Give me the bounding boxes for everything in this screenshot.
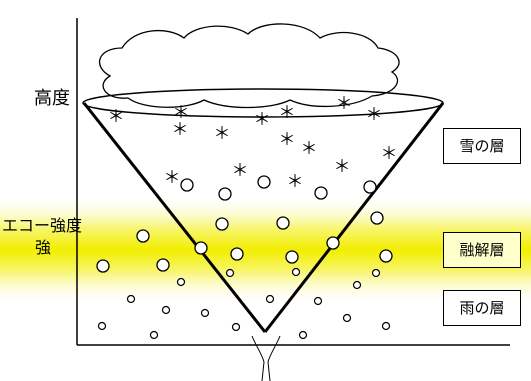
snow-marker: ＊ bbox=[366, 105, 383, 125]
beam-left-edge bbox=[82, 102, 267, 333]
rain-drop bbox=[381, 321, 391, 331]
rain-drop bbox=[231, 322, 241, 332]
rain-drop bbox=[97, 321, 107, 331]
snow-marker: ＊ bbox=[336, 94, 353, 114]
rain-drop bbox=[298, 330, 308, 340]
snow-marker: ＊ bbox=[164, 168, 181, 188]
snow-marker: ＊ bbox=[173, 103, 190, 123]
melting-drop bbox=[156, 258, 170, 272]
melting-drop bbox=[194, 241, 208, 255]
y-axis-label: 高度 bbox=[34, 88, 70, 109]
snow-marker: ＊ bbox=[301, 139, 318, 159]
snow-marker: ＊ bbox=[108, 107, 125, 127]
rain-drop bbox=[200, 308, 210, 318]
snow-marker: ＊ bbox=[254, 110, 271, 130]
melting-drop bbox=[379, 249, 393, 263]
beam-right-edge bbox=[263, 102, 445, 333]
rain-drop bbox=[342, 313, 352, 323]
melting-drop bbox=[276, 216, 290, 230]
rain-drop bbox=[265, 294, 275, 304]
melting-drop bbox=[285, 250, 299, 264]
snow-marker: ＊ bbox=[232, 161, 249, 181]
melting-band bbox=[0, 195, 531, 305]
beam-top-ellipse bbox=[82, 88, 444, 118]
melting-layer-box: 融解層 bbox=[443, 232, 521, 268]
rain-drop bbox=[352, 280, 362, 290]
radar-antenna-icon bbox=[251, 335, 281, 381]
rain-layer-box: 雨の層 bbox=[443, 290, 521, 326]
snow-marker: ＊ bbox=[334, 157, 351, 177]
melting-drop bbox=[230, 247, 244, 261]
rain-drop bbox=[126, 294, 136, 304]
rain-drop bbox=[176, 277, 186, 287]
rain-drop bbox=[371, 268, 381, 278]
snow-marker: ＊ bbox=[214, 124, 231, 144]
melting-particles bbox=[96, 175, 393, 273]
melting-drop bbox=[326, 236, 340, 250]
echo-intensity-strong-label: 強 bbox=[35, 238, 52, 257]
melting-drop bbox=[257, 175, 271, 189]
snow-marker: ＊ bbox=[287, 172, 304, 192]
melting-drop bbox=[314, 186, 328, 200]
snow-particles: ＊ ＊ ＊ ＊ ＊ ＊ ＊ ＊ ＊ ＊ ＊ ＊ ＊ ＊ ＊ bbox=[108, 94, 398, 192]
snow-marker: ＊ bbox=[279, 103, 296, 123]
rain-drop bbox=[149, 330, 159, 340]
melting-drop bbox=[136, 229, 150, 243]
snow-marker: ＊ bbox=[279, 130, 296, 150]
cloud-icon bbox=[98, 23, 400, 109]
rain-drops bbox=[97, 267, 391, 340]
melting-drop bbox=[96, 259, 110, 273]
melting-drop bbox=[180, 178, 194, 192]
rain-drop bbox=[291, 267, 301, 277]
snow-marker: ＊ bbox=[172, 120, 189, 140]
melting-drop bbox=[363, 180, 377, 194]
melting-drop bbox=[218, 187, 232, 201]
snow-layer-box: 雪の層 bbox=[443, 128, 521, 164]
rain-drop bbox=[225, 268, 235, 278]
rain-drop bbox=[313, 296, 323, 306]
melting-drop bbox=[215, 217, 229, 231]
snow-marker: ＊ bbox=[381, 144, 398, 164]
melting-drop bbox=[370, 211, 384, 225]
echo-intensity-label: エコー強度 bbox=[2, 216, 83, 235]
rain-drop bbox=[161, 305, 171, 315]
